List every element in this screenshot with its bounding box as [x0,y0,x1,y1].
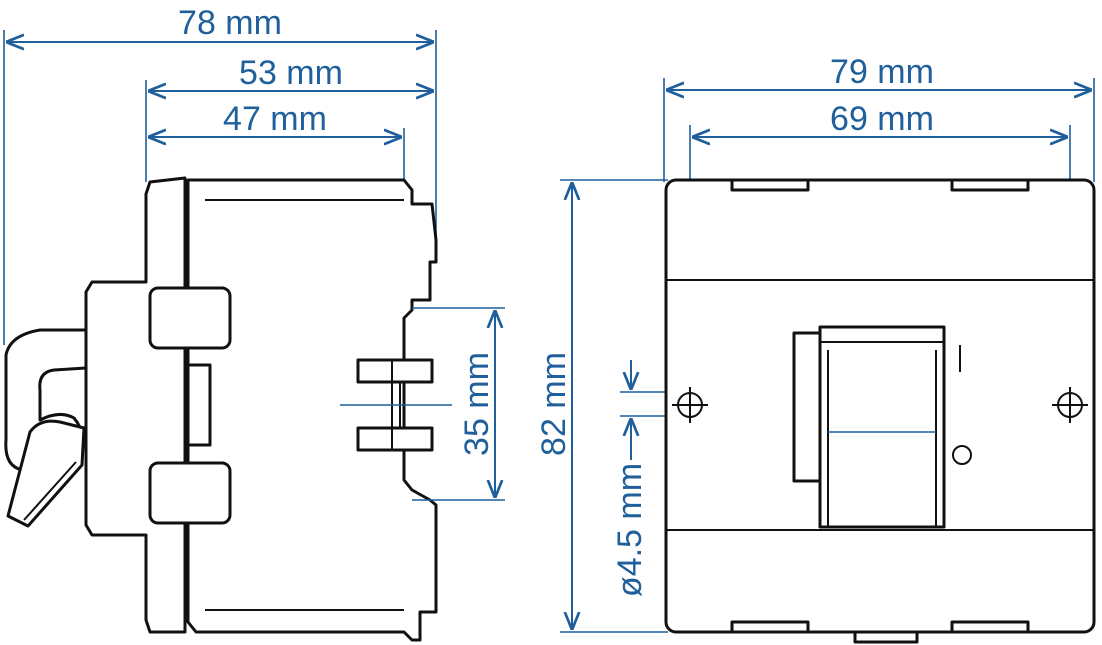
din-clip-top [356,358,434,384]
bottom-slot-right [950,620,1030,634]
lower-knob [148,461,232,525]
din-clip-bottom [356,426,434,452]
dim-label-69: 69 mm [830,100,934,138]
bottom-tab [853,630,919,644]
dim-label-47: 47 mm [223,100,327,138]
side-view: 78 mm 53 mm 47 mm 35 mm [3,4,505,642]
top-slot-right [950,178,1030,192]
mounting-hole-left [672,387,708,423]
dim-label-35: 35 mm [458,352,496,456]
dim-label-53: 53 mm [239,54,343,92]
dim-label-hole: ø4.5 mm [611,463,649,597]
lever-arm [6,419,86,528]
center-tab [186,363,212,447]
dim-label-78: 78 mm [178,4,282,42]
mounting-hole-right [1052,387,1088,423]
top-slot-left [730,178,810,192]
dim-label-82: 82 mm [535,352,573,456]
switch-lever [818,325,946,529]
device-body [186,178,438,642]
front-plate [84,176,187,634]
bottom-slot-left [730,620,810,634]
upper-knob [148,286,232,350]
dim-label-79: 79 mm [830,53,934,91]
off-indicator-icon [952,445,972,465]
front-view: 79 mm 69 mm 82 mm ø4.5 mm [535,53,1096,644]
